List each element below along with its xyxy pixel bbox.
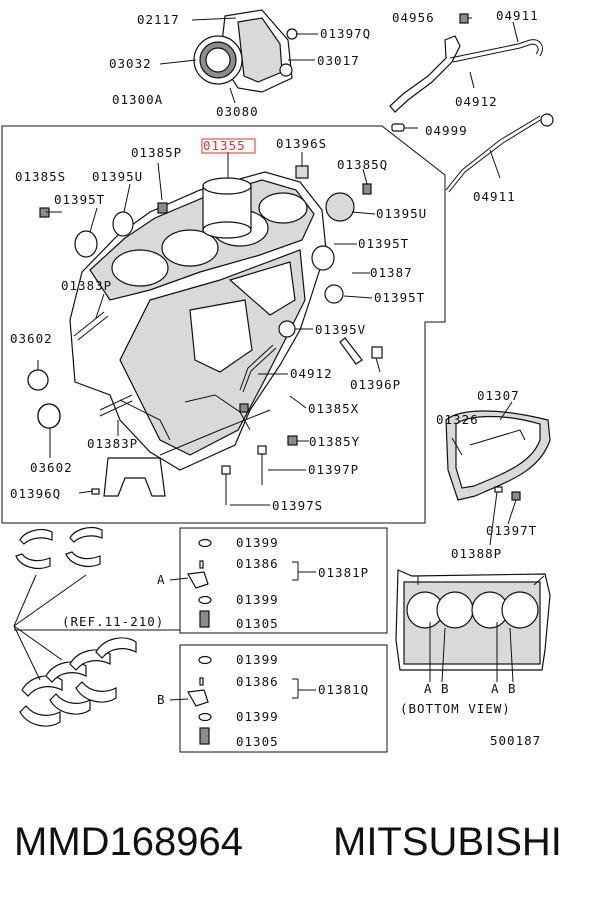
bottom-view-b1: B <box>441 681 450 696</box>
label-a-01305: 01305 <box>236 616 279 631</box>
label-01397q: 01397Q <box>320 26 371 41</box>
label-04999: 04999 <box>425 123 468 138</box>
label-01395v: 01395V <box>315 322 366 337</box>
label-a-01386: 01386 <box>236 556 279 571</box>
detail-box-b <box>179 644 388 753</box>
small-pin <box>91 488 100 495</box>
label-b-01381q: 01381Q <box>318 682 369 697</box>
label-03032: 03032 <box>109 56 152 71</box>
label-01326: 01326 <box>436 412 479 427</box>
cylinder-sleeve <box>202 177 252 239</box>
label-04911-top: 04911 <box>496 8 539 23</box>
label-01388p: 01388P <box>451 546 502 561</box>
label-01383p-bottom: 01383P <box>87 436 138 451</box>
label-ref: (REF.11-210) <box>62 614 164 629</box>
bottom-view-caption: (BOTTOM VIEW) <box>400 701 511 716</box>
label-01396s: 01396S <box>276 136 327 151</box>
rear-oil-seal-case <box>193 9 298 93</box>
oil-pan <box>445 410 551 501</box>
dowel-pin-right <box>371 346 383 359</box>
label-04911-mid: 04911 <box>473 189 516 204</box>
cylinder-block <box>69 171 327 471</box>
main-bearing-shells <box>15 526 103 569</box>
plug-lower-mid <box>239 403 249 413</box>
expansion-plug <box>112 211 134 237</box>
label-03602-top: 03602 <box>10 331 53 346</box>
label-a-01381p: 01381P <box>318 565 369 580</box>
label-01396q: 01396Q <box>10 486 61 501</box>
oil-pan-bolt <box>511 491 521 501</box>
plug-bolt <box>362 183 372 195</box>
expansion-plug-right-3 <box>324 284 344 304</box>
label-04956: 04956 <box>392 10 435 25</box>
label-01385x: 01385X <box>308 401 359 416</box>
label-01395t-left: 01395T <box>54 192 105 207</box>
label-a-01399-1: 01399 <box>236 535 279 550</box>
label-04912-mid: 04912 <box>290 366 333 381</box>
label-01300a: 01300A <box>112 92 163 107</box>
label-03602-bottom: 03602 <box>30 460 73 475</box>
label-b-01386: 01386 <box>236 674 279 689</box>
oil-jet <box>339 337 363 365</box>
bottom-view-a2: A <box>491 681 500 696</box>
plug-bolt-upper <box>157 202 168 214</box>
label-04912-top: 04912 <box>455 94 498 109</box>
figure-number: 500187 <box>490 733 541 748</box>
label-b-01305: 01305 <box>236 734 279 749</box>
label-03080: 03080 <box>216 104 259 119</box>
oil-pipe <box>239 344 274 391</box>
oil-dipstick-assembly <box>389 13 554 193</box>
detail-box-a <box>179 527 388 634</box>
label-01397p: 01397P <box>308 462 359 477</box>
label-b-01399-1: 01399 <box>236 652 279 667</box>
part-number-caption: MMD168964 <box>14 820 243 864</box>
expansion-plug-right <box>325 192 355 222</box>
plug-bolt-lower <box>287 435 298 446</box>
label-01395t-r1: 01395T <box>358 236 409 251</box>
cap-plug <box>278 320 296 338</box>
detail-a-parts <box>169 538 316 628</box>
oil-pan-pin <box>494 486 503 493</box>
label-01385y: 01385Y <box>309 434 360 449</box>
label-01397t: 01397T <box>486 523 537 538</box>
stud-bolts <box>73 311 267 505</box>
label-01397s: 01397S <box>272 498 323 513</box>
rear-seal-rings <box>27 369 61 429</box>
expansion-plug-right-2 <box>311 245 335 271</box>
label-01395u-left: 01395U <box>92 169 143 184</box>
label-01395u-right: 01395U <box>376 206 427 221</box>
main-bearing-cap <box>103 457 166 497</box>
callout-b: B <box>157 692 166 707</box>
label-01307: 01307 <box>477 388 520 403</box>
block-bottom-view <box>395 569 551 683</box>
highlight-box <box>201 138 256 154</box>
label-01396p: 01396P <box>350 377 401 392</box>
label-03017: 03017 <box>317 53 360 68</box>
bottom-view-b2: B <box>508 681 517 696</box>
label-01387: 01387 <box>370 265 413 280</box>
dowel-pin <box>295 165 309 179</box>
block-assembly-frame <box>1 125 446 524</box>
detail-b-parts <box>169 655 316 745</box>
label-01395t-r2: 01395T <box>374 290 425 305</box>
label-b-01399-2: 01399 <box>236 709 279 724</box>
brand-caption: MITSUBISHI <box>333 820 562 864</box>
label-01385q: 01385Q <box>337 157 388 172</box>
bottom-view-a1: A <box>424 681 433 696</box>
connecting-rod-bearings <box>19 637 137 727</box>
label-01383p-top: 01383P <box>61 278 112 293</box>
label-a-01399-2: 01399 <box>236 592 279 607</box>
callout-a: A <box>157 572 166 587</box>
label-01385p: 01385P <box>131 145 182 160</box>
label-01355-highlighted[interactable]: 01355 <box>203 138 246 153</box>
expansion-plug-left <box>74 230 98 258</box>
label-01385s: 01385S <box>15 169 66 184</box>
label-02117: 02117 <box>137 12 180 27</box>
